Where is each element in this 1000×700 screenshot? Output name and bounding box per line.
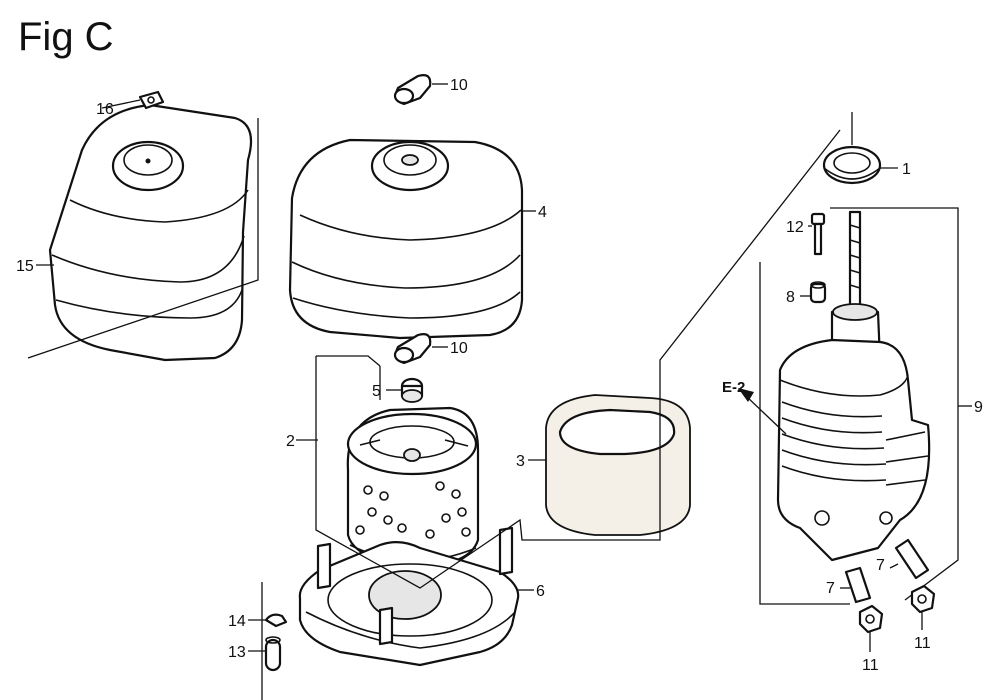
assembly-bracket — [315, 129, 841, 589]
nut-11-right — [910, 584, 936, 614]
wing-nut-10-top — [393, 74, 432, 106]
callout-1: 1 — [902, 161, 911, 178]
callout-11-right: 11 — [914, 635, 931, 652]
foam-element-3 — [545, 394, 691, 536]
tube-7-left — [844, 566, 872, 604]
wing-nut-10-bottom — [393, 333, 432, 365]
callout-9: 9 — [974, 399, 983, 416]
callout-6: 6 — [536, 583, 545, 600]
wing-nut-16 — [138, 90, 165, 110]
reference-e2: E-2 — [722, 379, 745, 396]
callout-10-bottom: 10 — [450, 340, 468, 357]
callout-7-left: 7 — [826, 580, 835, 597]
callout-13: 13 — [228, 644, 246, 661]
nut-11-left — [858, 604, 884, 634]
bolt-12 — [810, 212, 826, 256]
e2-arrow-head — [738, 388, 754, 402]
base-6 — [298, 526, 520, 667]
callout-5: 5 — [372, 383, 381, 400]
elbow-housing-9 — [759, 207, 959, 605]
callout-10-top: 10 — [450, 77, 468, 94]
seal-ring-1 — [822, 145, 882, 185]
callout-4: 4 — [538, 204, 547, 221]
callout-7-right: 7 — [876, 557, 885, 574]
bracket-9 — [759, 207, 959, 605]
cover-15 — [48, 103, 253, 362]
tube-7-right — [894, 538, 930, 580]
clip-14 — [264, 613, 288, 628]
e2-arrow-line — [745, 395, 787, 435]
cover-4 — [288, 138, 524, 340]
pin-13 — [264, 636, 282, 672]
leader-lines — [36, 83, 972, 652]
filter-element-2 — [346, 406, 480, 568]
callout-15: 15 — [16, 258, 34, 275]
callout-16: 16 — [96, 101, 114, 118]
callout-14: 14 — [228, 613, 246, 630]
callout-12: 12 — [786, 219, 804, 236]
collar-8 — [809, 281, 827, 304]
callout-3: 3 — [516, 453, 525, 470]
callout-8: 8 — [786, 289, 795, 306]
figure-title: Fig C — [18, 15, 114, 59]
callout-2: 2 — [286, 433, 295, 450]
filter-perforations — [355, 481, 471, 539]
nut-5 — [400, 377, 424, 403]
divider-line-left — [27, 118, 259, 359]
callout-11-left: 11 — [862, 657, 879, 674]
